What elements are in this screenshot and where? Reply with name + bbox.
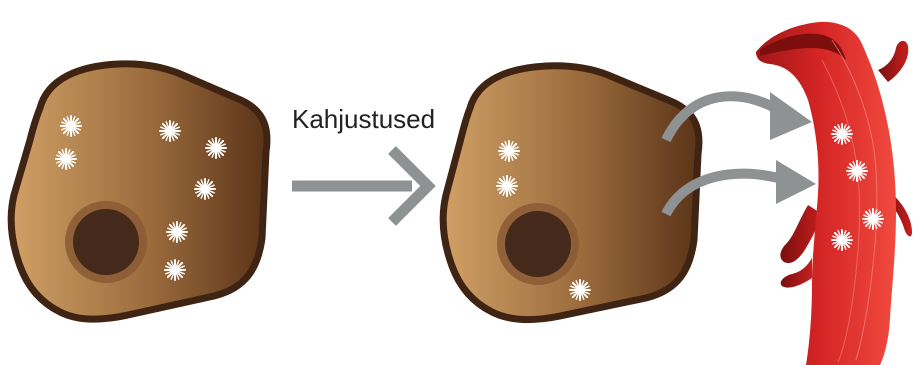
right-cell bbox=[443, 66, 699, 320]
left-damage-marker bbox=[160, 121, 180, 141]
right-damage-marker bbox=[570, 280, 590, 300]
left-damage-marker bbox=[195, 179, 215, 199]
right-nucleus bbox=[505, 211, 571, 277]
left-damage-marker bbox=[167, 222, 187, 242]
damage-label: Kahjustused bbox=[292, 104, 435, 134]
transition-arrow bbox=[292, 150, 428, 222]
vessel-branch bbox=[878, 41, 908, 82]
vessel-damage-marker bbox=[832, 124, 852, 144]
right-damage-marker bbox=[499, 141, 519, 161]
left-damage-marker bbox=[61, 116, 81, 136]
left-damage-marker bbox=[56, 149, 76, 169]
vessel-damage-marker bbox=[863, 209, 883, 229]
left-cell-body bbox=[11, 64, 267, 319]
right-damage-marker bbox=[497, 176, 517, 196]
left-damage-marker bbox=[165, 260, 185, 280]
right-cell-body bbox=[443, 66, 699, 320]
left-nucleus bbox=[73, 209, 139, 275]
vessel-damage-marker bbox=[832, 230, 852, 250]
left-cell bbox=[11, 64, 267, 319]
vessel-damage-marker bbox=[847, 161, 867, 181]
left-damage-marker bbox=[206, 138, 226, 158]
